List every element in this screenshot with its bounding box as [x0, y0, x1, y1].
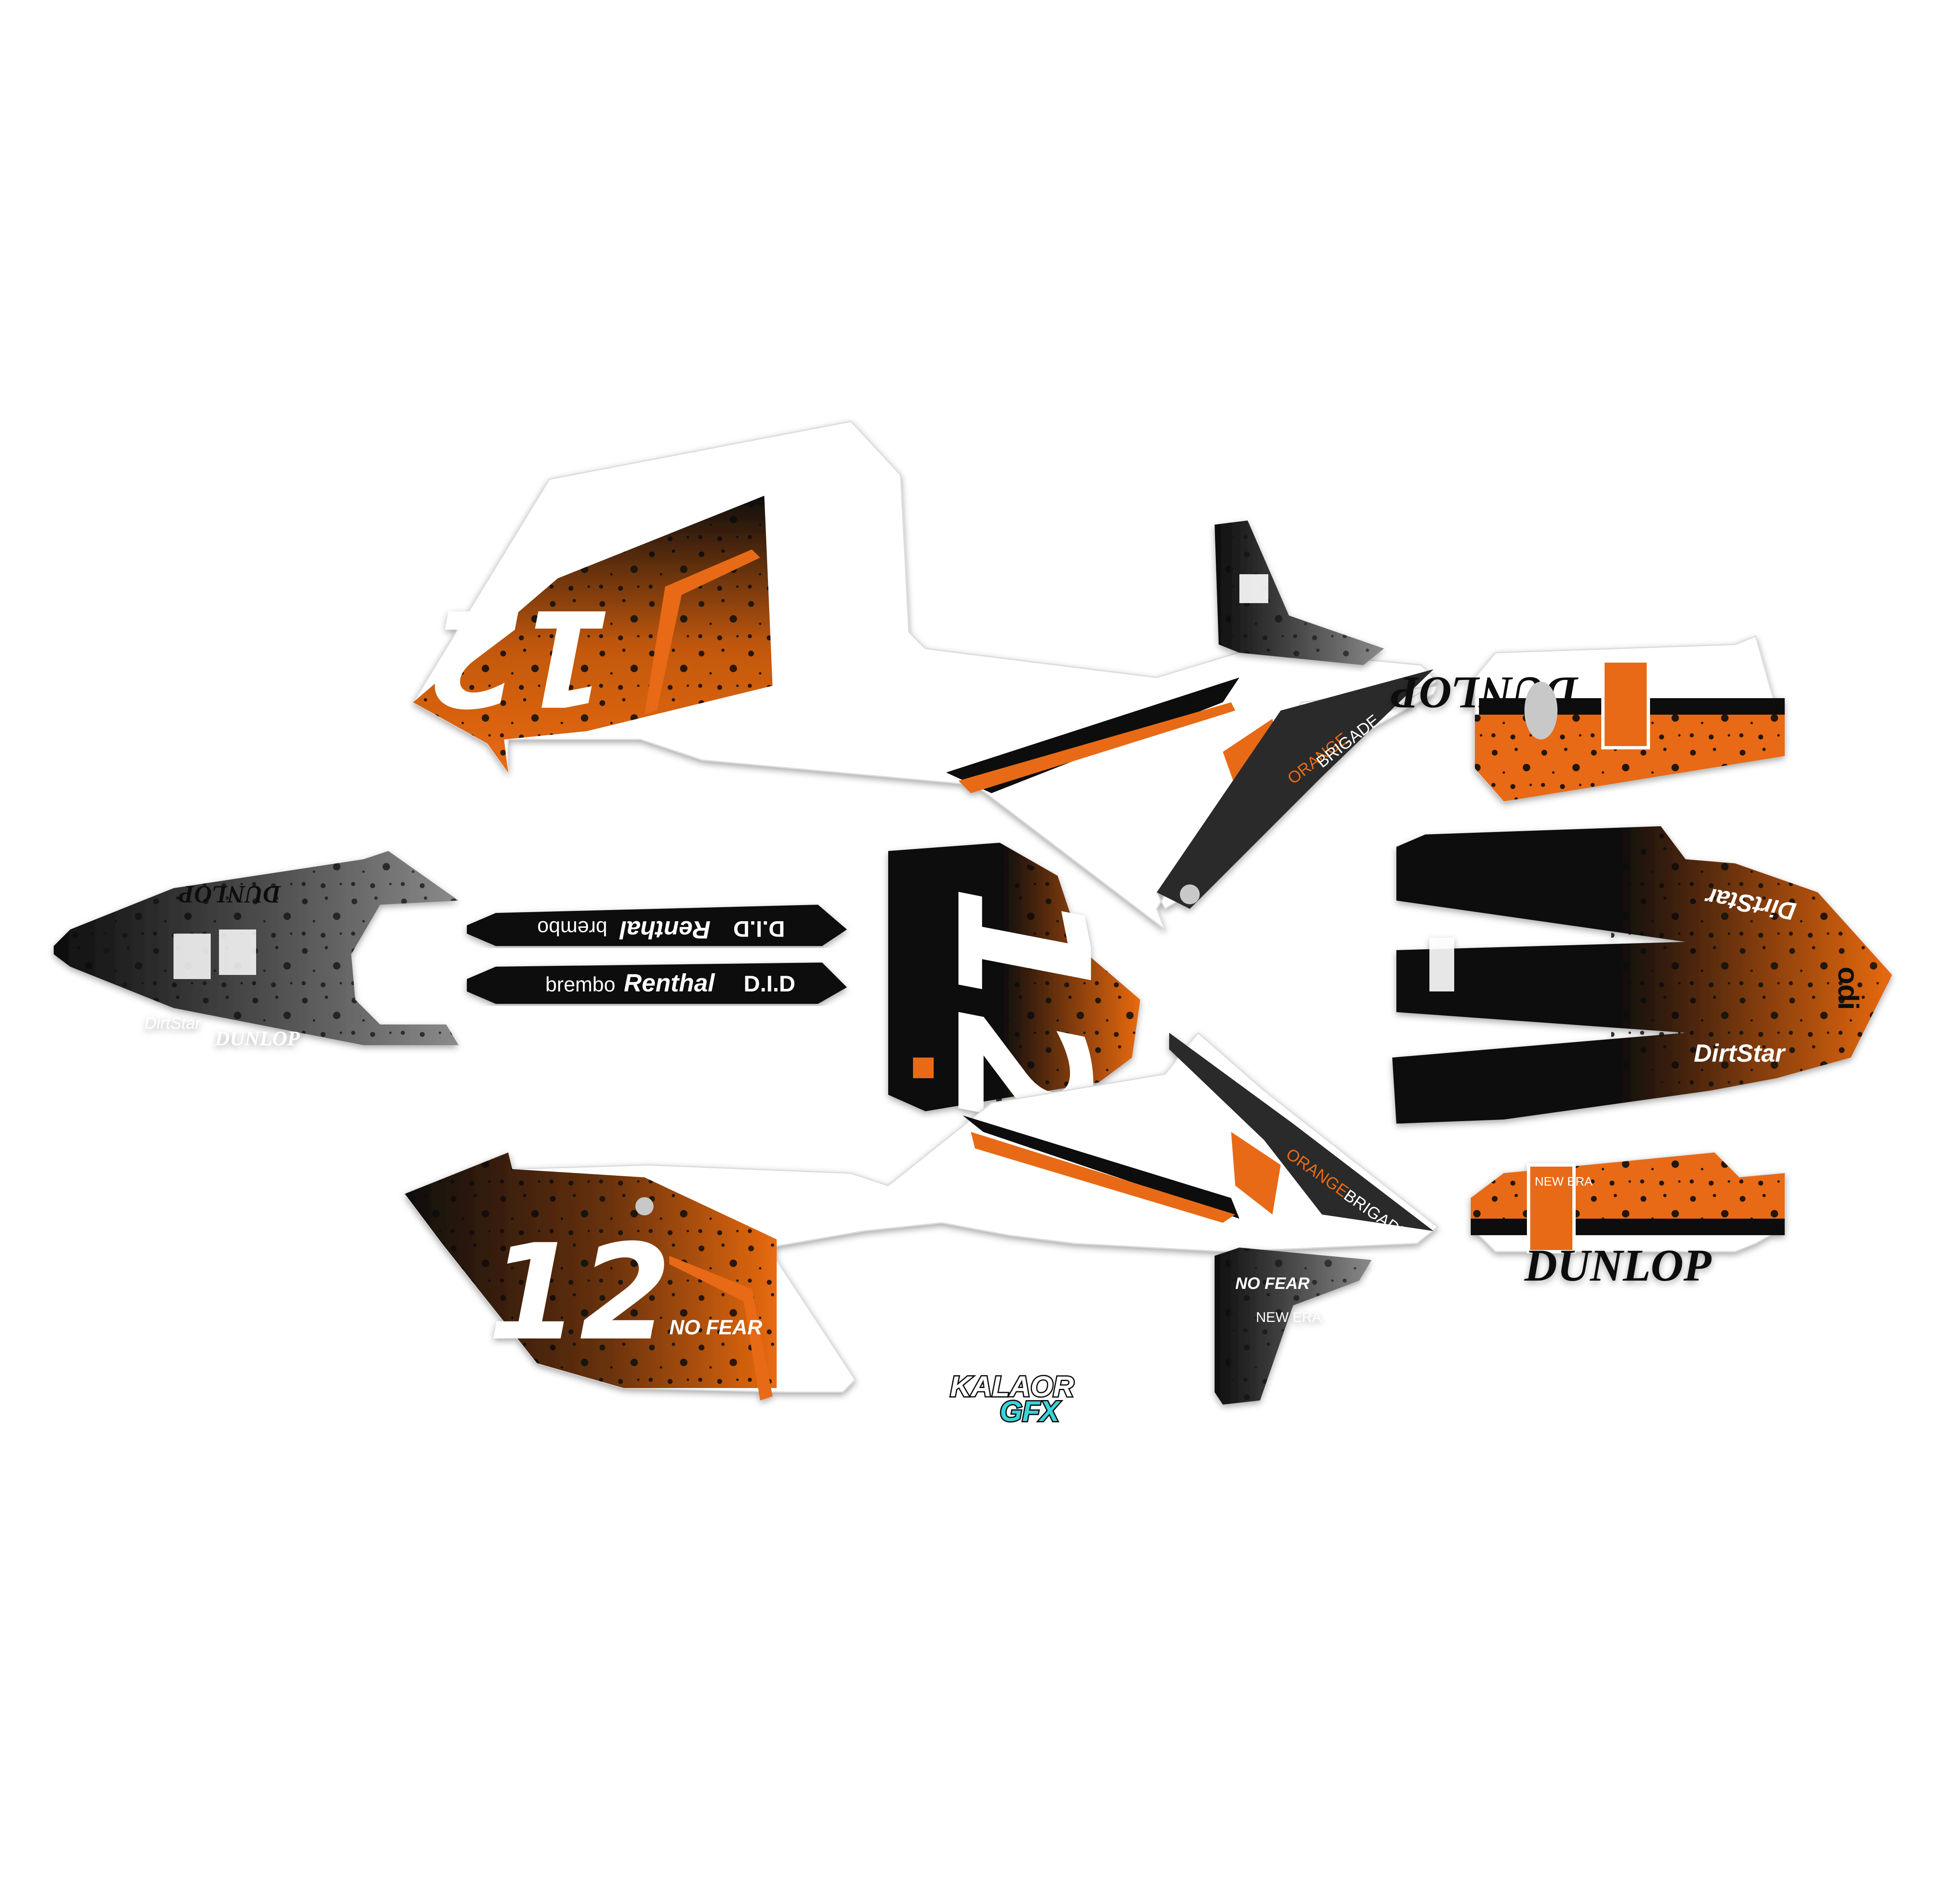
odi-badge-front-plate	[913, 1058, 934, 1078]
logo-line-2: GFX	[1000, 1395, 1061, 1427]
swingarm-strip-upper: brembo Renthal D.I.D	[467, 905, 847, 946]
no-fear-logo-lower-shroud: NO FEAR	[669, 1316, 762, 1339]
upper-shroud-decal: 12 ORANGE BRIGADE	[412, 421, 1439, 932]
dirtstar-logo-side-panel-bottom: DirtStar	[1694, 1039, 1786, 1067]
dirtstar-logo-rear-fender: DirtStar	[145, 1014, 201, 1032]
lower-shroud-orange-triangle	[1231, 1132, 1281, 1215]
swingarm-strip-lower: brembo Renthal D.I.D	[467, 963, 847, 1004]
rear-fender-decal: DUNLOP DUNLOP DirtStar	[54, 851, 459, 1050]
brembo-logo-strip-lower: brembo	[545, 973, 616, 996]
logo-line-1: KALAOR	[950, 1370, 1074, 1402]
upper-shroud-orange-swoosh	[958, 702, 1235, 793]
dunlop-logo-lower-guard: DUNLOP	[1524, 1240, 1712, 1291]
new-era-badge-lower-guard	[1527, 1163, 1576, 1253]
upper-shroud-dark-fin	[1157, 669, 1434, 909]
lower-grey-tab-decal: NO FEAR NEW ERA	[1215, 1248, 1372, 1405]
dunlop-logo-rear-fender-bottom: DUNLOP	[214, 1027, 300, 1050]
new-era-logo-lower-tab: NEW ERA	[1256, 1310, 1322, 1325]
did-logo-strip-upper: D.I.D	[733, 916, 785, 942]
dunlop-logo-rear-fender-top: DUNLOP	[178, 881, 281, 908]
upper-fork-guard-decal: DUNLOP	[1391, 635, 1786, 802]
new-era-badge-upper-guard	[1601, 659, 1650, 749]
new-era-text-lower-guard: NEW ERA	[1535, 1175, 1593, 1189]
lower-shroud-race-number: 12	[487, 1216, 671, 1370]
lower-shroud-orange-swoosh	[971, 1132, 1235, 1223]
did-logo-strip-lower: D.I.D	[744, 971, 795, 996]
new-era-badge-upper-tab	[1239, 574, 1268, 603]
lower-shroud-orange-stripe	[669, 1256, 773, 1400]
odi-logo-side-panel: odi	[1832, 967, 1864, 1010]
upper-shroud-grey-dot	[1180, 884, 1200, 904]
right-side-panel-decal: DirtStar DirtStar odi	[1392, 826, 1892, 1124]
upper-shroud-orange-stripe	[644, 549, 760, 715]
upper-grey-tab-decal	[1215, 521, 1384, 665]
upper-shroud-race-number: 12	[428, 580, 611, 734]
lower-shroud-black-swoosh	[963, 1115, 1239, 1219]
lower-shroud-dark-fin	[1169, 1033, 1434, 1231]
lower-fork-guard-decal: NEW ERA DUNLOP	[1470, 1152, 1786, 1291]
new-era-badge-side-panel	[1429, 938, 1454, 991]
front-number-plate-decal: 12	[888, 843, 1140, 1137]
renthal-logo-strip-upper: Renthal	[619, 916, 711, 944]
brembo-logo-strip-upper: brembo	[537, 917, 607, 940]
kalaor-gfx-logo: KALAOR GFX	[949, 1369, 1075, 1429]
renthal-logo-strip-lower: Renthal	[624, 969, 715, 997]
no-fear-logo-lower-tab: NO FEAR	[1235, 1274, 1310, 1293]
